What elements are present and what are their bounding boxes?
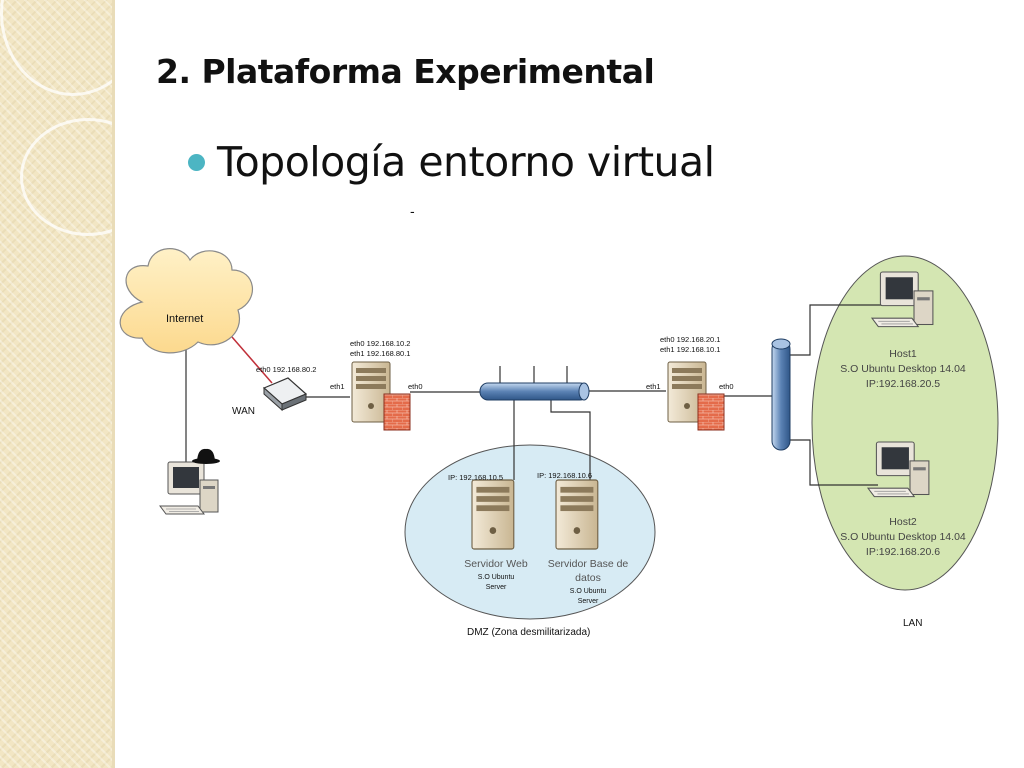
decorative-sidebar — [0, 0, 112, 768]
sidebar-edge — [112, 0, 115, 768]
fw1-port-right: eth0 — [408, 382, 423, 391]
fw2-port-right: eth0 — [719, 382, 734, 391]
bullet-text: Topología entorno virtual — [217, 138, 715, 186]
lan-label: LAN — [903, 618, 922, 629]
router-icon — [262, 377, 308, 412]
network-cables — [185, 304, 882, 486]
db-server-name: Servidor Base de — [548, 558, 629, 570]
fw2-eth1-label: eth1 192.168.10.1 — [660, 345, 720, 354]
fw2-eth0-label: eth0 192.168.20.1 — [660, 335, 720, 344]
stray-dash: - — [410, 203, 415, 219]
bullet-dot-icon — [188, 153, 205, 171]
database-server-icon — [555, 479, 599, 550]
lan-zone — [811, 255, 999, 591]
lan-switch-pipe-icon — [771, 338, 791, 451]
host1-os: S.O Ubuntu Desktop 14.04 — [840, 363, 966, 375]
wan-label: WAN — [232, 406, 255, 417]
attacker-workstation-icon — [159, 461, 219, 515]
web-server-icon — [471, 479, 515, 550]
fw1-port-left: eth1 — [330, 382, 345, 391]
host1-ip: IP:192.168.20.5 — [866, 378, 940, 390]
router-eth0-label: eth0 192.168.80.2 — [256, 365, 316, 374]
web-server-os-2: Server — [486, 584, 507, 591]
db-server-ip: IP: 192.168.10.6 — [537, 471, 592, 480]
host2-ip: IP:192.168.20.6 — [866, 546, 940, 558]
host2-name: Host2 — [889, 516, 917, 528]
host1-name: Host1 — [889, 348, 917, 360]
fw2-port-left: eth1 — [646, 382, 661, 391]
dmz-zone — [404, 444, 656, 620]
db-server-name-2: datos — [575, 572, 601, 584]
fw1-eth1-label: eth1 192.168.80.1 — [350, 349, 410, 358]
web-server-ip: IP: 192.168.10.5 — [448, 473, 503, 482]
slide-title: 2. Plataforma Experimental — [156, 52, 655, 91]
bullet-item: Topología entorno virtual — [188, 138, 715, 186]
web-server-os: S.O Ubuntu — [478, 574, 515, 581]
internet-label: Internet — [166, 313, 203, 325]
fw1-eth0-label: eth0 192.168.10.2 — [350, 339, 410, 348]
dmz-switch-pipe-icon — [479, 382, 590, 401]
firewall-server-2-icon — [667, 361, 725, 431]
host2-os: S.O Ubuntu Desktop 14.04 — [840, 531, 966, 543]
db-server-os: S.O Ubuntu — [570, 588, 607, 595]
wan-link — [231, 336, 273, 384]
hacker-hat-icon — [192, 448, 220, 464]
dmz-label: DMZ (Zona desmilitarizada) — [467, 627, 590, 638]
db-server-os-2: Server — [578, 598, 599, 605]
web-server-name: Servidor Web — [464, 558, 528, 570]
internet-cloud-icon — [119, 248, 254, 354]
firewall-server-1-icon — [351, 361, 411, 431]
